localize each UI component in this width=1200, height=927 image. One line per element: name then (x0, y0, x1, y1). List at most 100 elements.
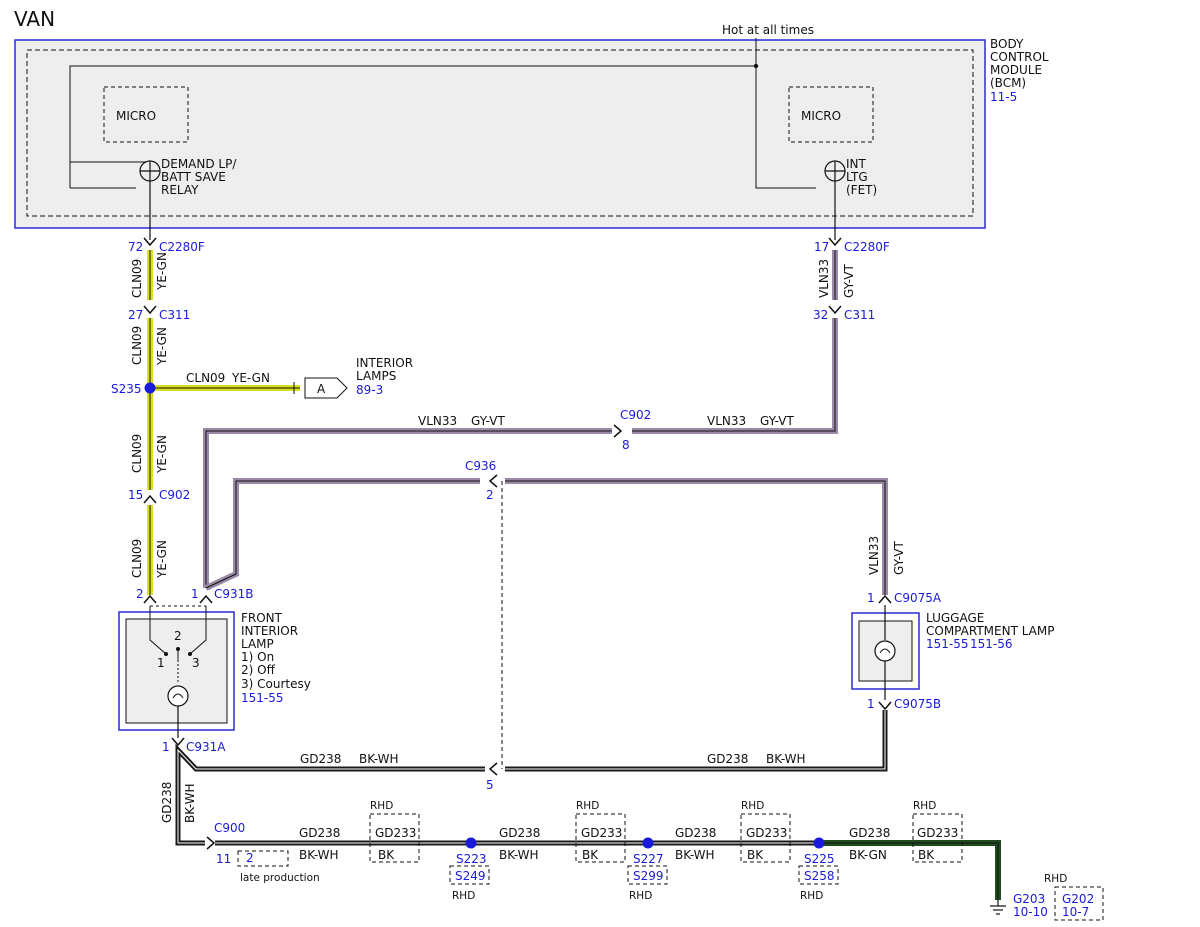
wire-label-vln33-h1: VLN33 (418, 414, 457, 428)
wire-label-bkgn-b4: BK-GN (849, 848, 887, 862)
c900-alt-pin: 2 (246, 851, 254, 865)
bcm-label-3: MODULE (990, 63, 1042, 77)
bcm-ref: 11-5 (990, 90, 1017, 104)
wire-label-cln09-2: CLN09 (130, 326, 144, 365)
wire-gd238 (175, 481, 1001, 900)
interior-lamps-arrow-letter: A (317, 382, 326, 396)
rhd-gd233-2: GD233 (581, 826, 622, 840)
demand-label-3: RELAY (161, 183, 199, 197)
luggage-lamp-label-2: COMPARTMENT LAMP (926, 624, 1054, 638)
bcm-label-2: CONTROL (990, 50, 1049, 64)
c2280f-right-pin: 17 (814, 240, 829, 254)
splice-s223-dot (465, 837, 477, 849)
wire-label-cln09-4: CLN09 (130, 539, 144, 578)
wire-label-bkwh-vert: BK-WH (183, 783, 197, 823)
wire-label-bkwh-b3: BK-WH (675, 848, 715, 862)
int-ltg-label-1: INT (846, 157, 867, 171)
c931b-pin-1: 1 (191, 587, 199, 601)
ground-g203: G203 10-10 (990, 892, 1048, 919)
rhd-bk-1: BK (378, 848, 395, 862)
wire-label-gd238-vert: GD238 (160, 782, 174, 823)
wire-label-yegn-2: YE-GN (155, 327, 169, 366)
rhd-bk-3: BK (747, 848, 764, 862)
wire-label-gd238-b2: GD238 (499, 826, 540, 840)
c2280f-left-pin: 72 (128, 240, 143, 254)
wire-label-gd238-h2: GD238 (707, 752, 748, 766)
front-lamp-option-1: 1) On (241, 650, 274, 664)
rhd-gd233-3: GD233 (746, 826, 787, 840)
wire-label-vln33-h2: VLN33 (707, 414, 746, 428)
demand-label-2: BATT SAVE (161, 170, 226, 184)
bcm-label-1: BODY (990, 37, 1024, 51)
wire-label-yegn-3: YE-GN (155, 435, 169, 474)
wire-label-cln09-h: CLN09 (186, 371, 225, 385)
wire-label-gd238-b4: GD238 (849, 826, 890, 840)
ground-g203-label: G203 (1013, 892, 1045, 906)
luggage-lamp-ref-1: 151-55 (926, 637, 969, 651)
splice-s249-label: S249 (455, 869, 486, 883)
c9075a-pin: 1 (867, 591, 875, 605)
rhd-label-1: RHD (370, 800, 393, 812)
wire-label-cln09-1: CLN09 (130, 259, 144, 298)
splice-s299-label: S299 (633, 869, 664, 883)
luggage-lamp-ref-2: 151-56 (970, 637, 1013, 651)
wire-label-gd238-b1: GD238 (299, 826, 340, 840)
luggage-compartment-lamp: LUGGAGE COMPARTMENT LAMP 151-55 151-56 (851, 605, 1054, 700)
c9075b-label: C9075B (894, 697, 941, 711)
front-lamp-pos-3: 3 (192, 656, 200, 670)
splice-s225-label: S225 (804, 852, 835, 866)
c931b-pin-2: 2 (136, 587, 144, 601)
rhd-gd233-4: GD233 (917, 826, 958, 840)
wire-label-vln33-2: VLN33 (867, 536, 881, 575)
front-lamp-option-3: 3) Courtesy (241, 677, 311, 691)
rhd-wire-box-3: RHD GD233 BK (740, 800, 791, 863)
mid-connector-pin: 5 (486, 778, 494, 792)
diagram-title: VAN (14, 7, 55, 31)
rhd-bk-2: BK (582, 848, 599, 862)
bcm-label-4: (BCM) (990, 76, 1026, 90)
interior-lamps-label-2: LAMPS (356, 369, 396, 383)
ground-g202: RHD G202 10-7 (1044, 873, 1104, 921)
rhd-bk-4: BK (918, 848, 935, 862)
wire-label-bkwh-h2: BK-WH (766, 752, 806, 766)
c9075a-label: C9075A (894, 591, 942, 605)
rhd-label-2: RHD (576, 800, 599, 812)
rhd-wire-box-2: RHD GD233 BK (575, 800, 626, 863)
c311-right-pin: 32 (813, 308, 828, 322)
c936-label: C936 (465, 459, 496, 473)
c931b-label: C931B (214, 587, 254, 601)
c902-top-label: C902 (620, 408, 651, 422)
c311-left-label: C311 (159, 308, 190, 322)
rhd-gd233-1: GD233 (375, 826, 416, 840)
splice-s227-label: S227 (633, 852, 664, 866)
demand-label-1: DEMAND LP/ (161, 157, 237, 171)
wire-label-gd238-h1: GD238 (300, 752, 341, 766)
front-lamp-label-1: FRONT (241, 611, 283, 625)
rhd-label-4: RHD (913, 800, 936, 812)
c900-pin: 11 (216, 852, 231, 866)
wire-label-gyvt-2: GY-VT (892, 541, 906, 575)
wire-label-bkwh-h1: BK-WH (359, 752, 399, 766)
int-ltg-label-2: LTG (846, 170, 868, 184)
ground-g203-ref: 10-10 (1013, 905, 1048, 919)
ground-g202-ref: 10-7 (1062, 905, 1089, 919)
int-ltg-label-3: (FET) (846, 183, 877, 197)
c2280f-right-label: C2280F (844, 240, 890, 254)
ground-g202-rhd: RHD (1044, 873, 1067, 885)
front-interior-lamp: 1 2 3 FRONT INTERIOR LAMP 1) On 2) Off 3… (118, 605, 311, 738)
c931a-label: C931A (186, 740, 226, 754)
front-lamp-label-3: LAMP (241, 637, 274, 651)
micro-left-label: MICRO (116, 109, 156, 123)
hot-at-all-times-label: Hot at all times (722, 23, 814, 37)
c902-left-label: C902 (159, 488, 190, 502)
splice-s225-dot (813, 837, 825, 849)
splice-s235-label: S235 (111, 382, 142, 396)
wire-label-gd238-b3: GD238 (675, 826, 716, 840)
splice-s258-label: S258 (804, 869, 835, 883)
ground-g202-label: G202 (1062, 892, 1094, 906)
wire-label-bkwh-b1: BK-WH (299, 848, 339, 862)
wire-label-bkwh-b2: BK-WH (499, 848, 539, 862)
wire-cln09 (147, 250, 300, 595)
c902-top-pin: 8 (622, 438, 630, 452)
c931a-pin: 1 (162, 740, 170, 754)
